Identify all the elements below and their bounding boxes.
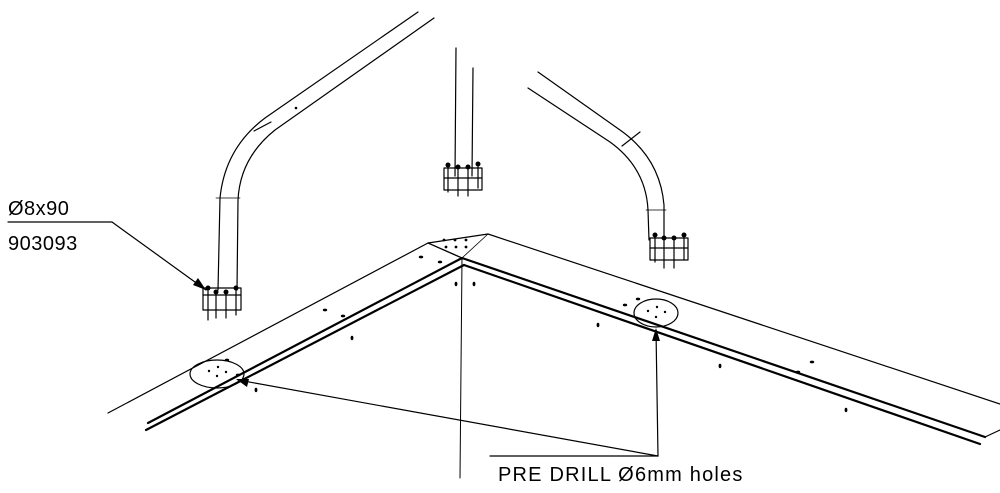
frame-beams bbox=[107, 233, 1000, 479]
middle-bar bbox=[443, 47, 483, 197]
predrill-marker-right bbox=[633, 298, 679, 328]
left-bracket bbox=[202, 285, 242, 321]
predrill-marker-left bbox=[189, 359, 245, 389]
beam-holes bbox=[224, 255, 848, 413]
size-leader bbox=[7, 221, 207, 291]
left-bent-bar bbox=[215, 11, 435, 291]
corner-holes bbox=[442, 238, 468, 249]
predrill-note-label: PRE DRILL Ø6mm holes bbox=[498, 464, 744, 486]
note-leader bbox=[236, 328, 660, 457]
right-bracket bbox=[649, 232, 689, 269]
right-bent-bar bbox=[527, 71, 667, 241]
part-number-label: 903093 bbox=[8, 233, 78, 255]
bolt-size-label: Ø8x90 bbox=[8, 198, 70, 220]
